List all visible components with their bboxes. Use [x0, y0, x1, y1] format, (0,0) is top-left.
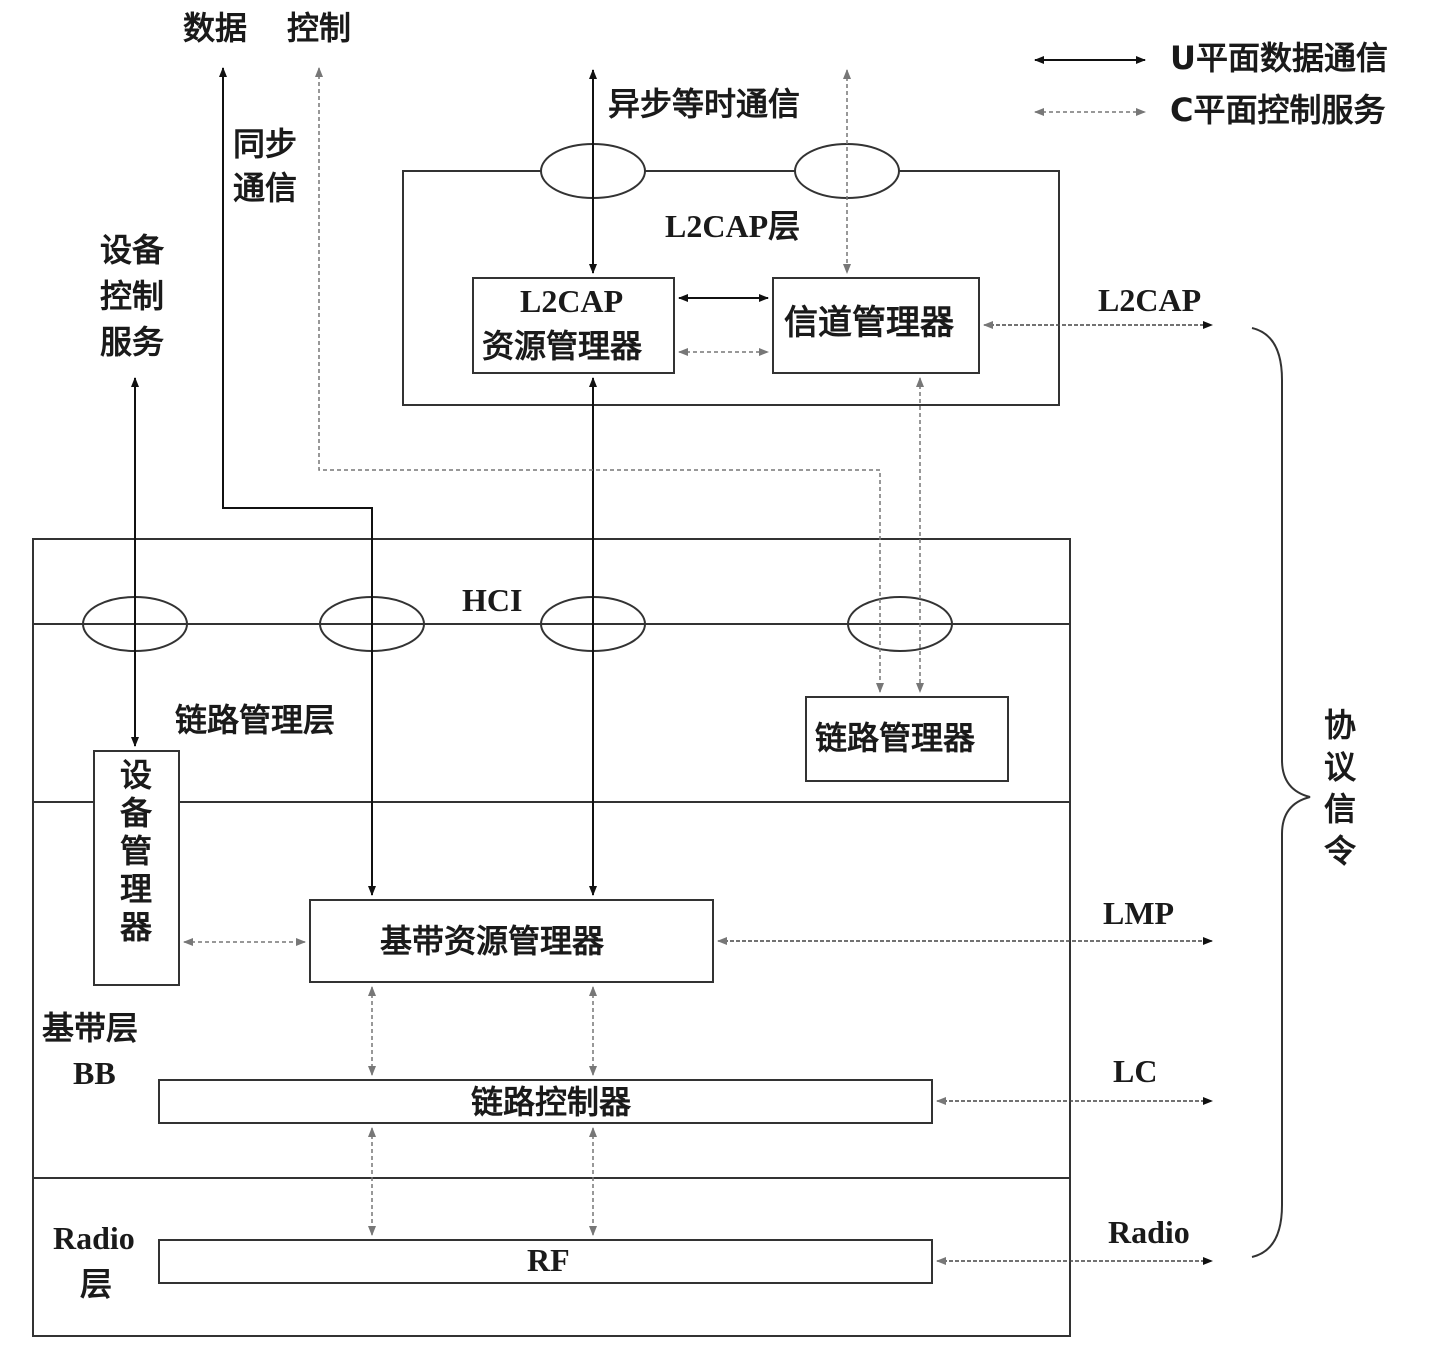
channel-manager-label: 信道管理器: [784, 303, 954, 343]
sync-control-path: [315, 67, 884, 693]
data-label: 数据: [183, 9, 248, 47]
l2cap-resource-manager-label-2: 资源管理器: [482, 327, 643, 365]
control-label: 控制: [287, 9, 352, 47]
radio-layer-label-1: Radio: [53, 1220, 135, 1256]
rf-box: [158, 1239, 933, 1284]
device-control-label-1: 设备: [100, 231, 165, 269]
radio-layer-label-2: 层: [80, 1265, 113, 1303]
rf-label: RF: [527, 1242, 570, 1278]
lc-signaling-label: LC: [1113, 1053, 1158, 1089]
l2cap-resource-manager-label-1: L2CAP: [520, 283, 624, 319]
lmp-signaling-label: LMP: [1103, 895, 1175, 931]
protocol-signaling-label: 协议信令: [1319, 708, 1357, 876]
device-control-label-2: 控制: [100, 277, 165, 315]
link-controller-box: [158, 1079, 933, 1124]
baseband-resource-manager-label: 基带资源管理器: [380, 922, 605, 960]
baseband-layer-label-2: BB: [73, 1055, 116, 1091]
baseband-resource-manager-box: [309, 899, 714, 983]
link-manager-box: [805, 696, 1009, 782]
l2cap-layer-title: L2CAP层: [665, 208, 801, 244]
link-manager-layer-label: 链路管理层: [175, 701, 336, 739]
async-iso-comm-label: 异步等时通信: [608, 85, 801, 123]
l2cap-signaling-label: L2CAP: [1098, 282, 1202, 318]
device-manager-box: [93, 750, 180, 986]
device-manager-label: 设备管理器: [115, 758, 153, 948]
link-controller-label: 链路控制器: [471, 1083, 632, 1121]
protocol-signaling-brace: [1251, 327, 1311, 1258]
legend-c-plane-label: C平面控制服务: [1170, 91, 1386, 129]
radio-signaling-label: Radio: [1108, 1214, 1190, 1250]
sync-comm-label-1: 同步: [233, 125, 298, 163]
sync-comm-label-2: 通信: [233, 169, 298, 207]
sync-data-path: [219, 67, 376, 896]
legend-u-plane-label: U平面数据通信: [1170, 39, 1388, 77]
hci-label: HCI: [462, 582, 523, 618]
link-manager-label: 链路管理器: [815, 719, 976, 757]
device-control-label-3: 服务: [100, 323, 165, 361]
baseband-layer-label-1: 基带层: [42, 1009, 139, 1047]
